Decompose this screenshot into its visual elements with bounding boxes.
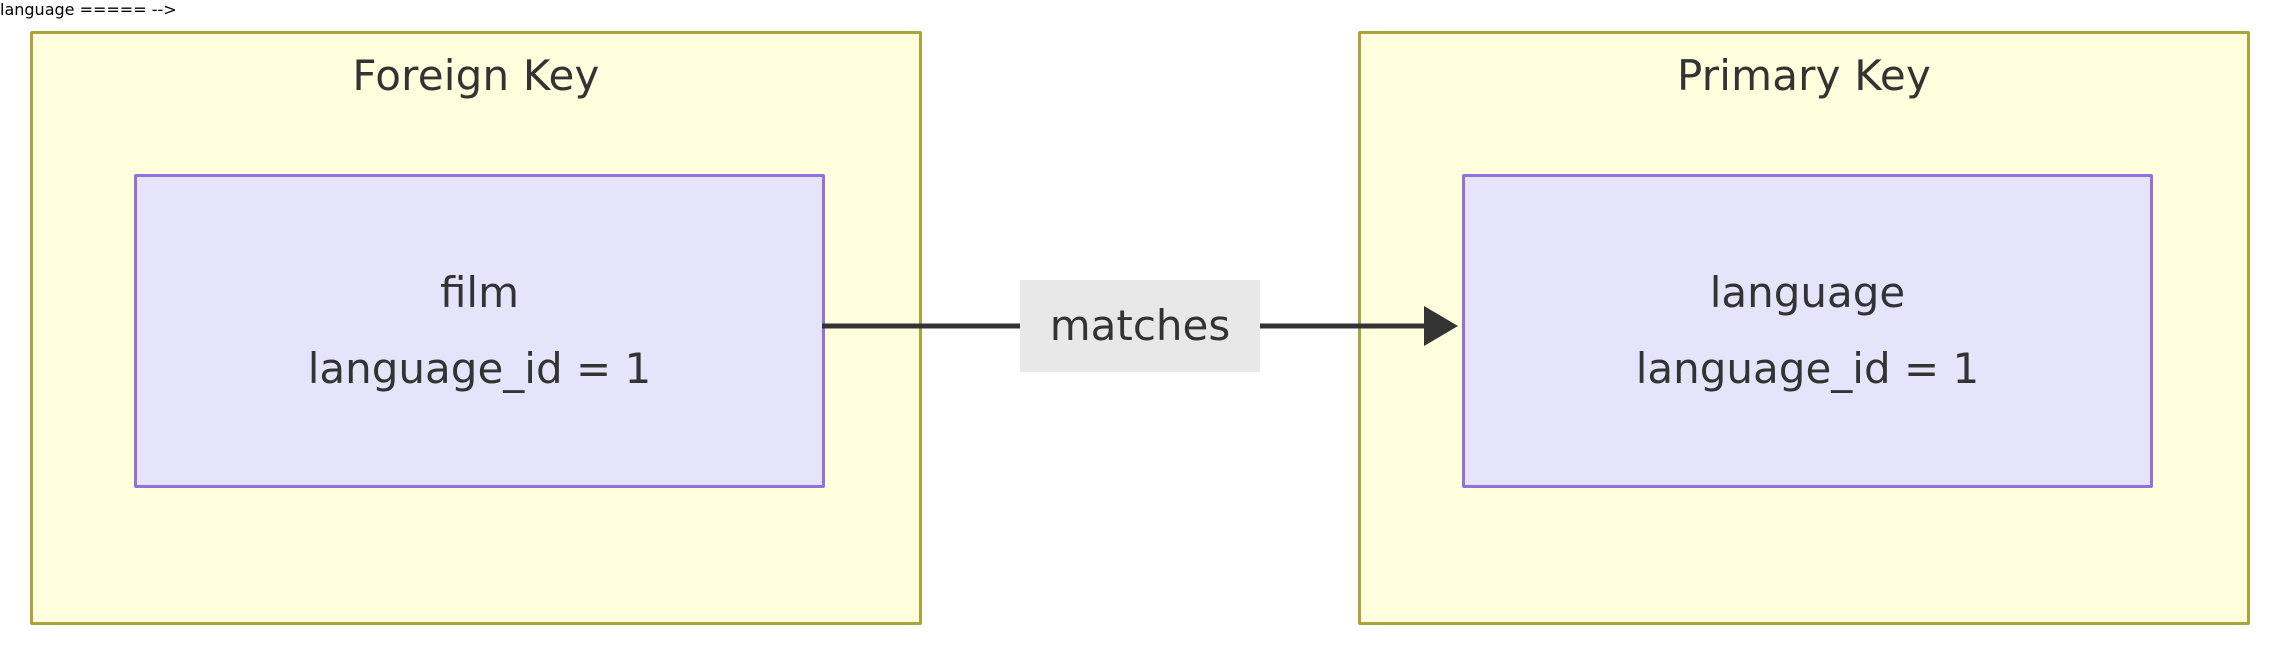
- subgraph-primary-key[interactable]: Primary Key language language_id = 1: [1358, 31, 2250, 625]
- edge-label-matches[interactable]: matches: [1020, 280, 1260, 372]
- subgraph-title-primary-key: Primary Key: [1677, 51, 1931, 100]
- node-language-label-table: language: [1709, 268, 1906, 317]
- subgraph-title-foreign-key: Foreign Key: [352, 51, 600, 100]
- node-film-label-table: film: [439, 268, 520, 317]
- node-film-label-column: language_id = 1: [307, 344, 652, 393]
- node-language[interactable]: language language_id = 1: [1462, 174, 2153, 488]
- node-language-label-column: language_id = 1: [1635, 344, 1980, 393]
- node-film[interactable]: film language_id = 1: [134, 174, 825, 488]
- subgraph-foreign-key[interactable]: Foreign Key film language_id = 1: [30, 31, 922, 625]
